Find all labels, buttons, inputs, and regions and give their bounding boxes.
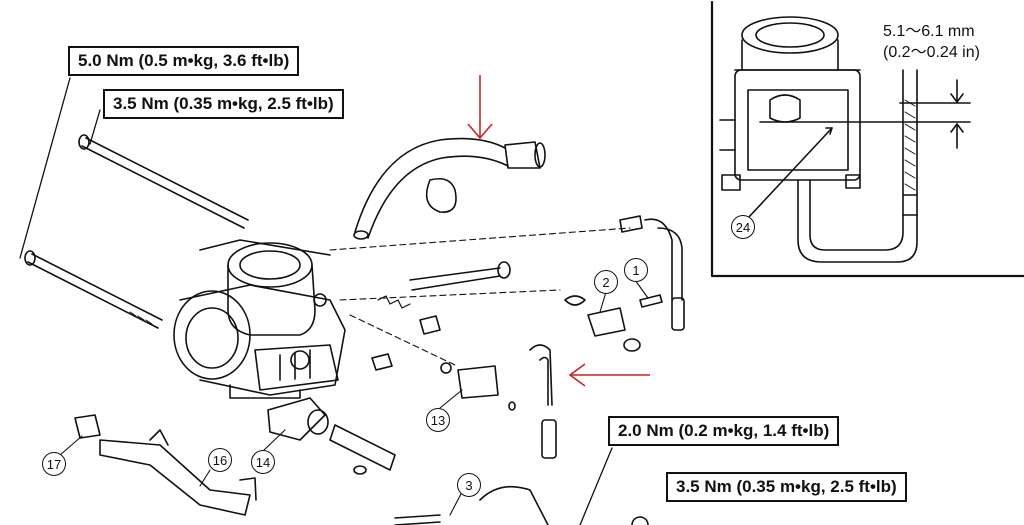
callout-1: 1 xyxy=(624,258,648,282)
red-annotation-arrows xyxy=(467,75,650,387)
lower-assembly xyxy=(394,485,649,525)
callout-13: 13 xyxy=(426,408,450,432)
float-level-inch: (0.2～0.24 in) xyxy=(883,44,980,61)
bracket-lever xyxy=(74,414,257,516)
long-bolts xyxy=(24,134,249,329)
torque-label-3: 2.0 Nm (0.2 m•kg, 1.4 ft•lb) xyxy=(608,416,840,446)
callout-17: 17 xyxy=(42,452,66,476)
callout-2: 2 xyxy=(594,270,618,294)
torque-label-2: 3.5 Nm (0.35 m•kg, 2.5 ft•lb) xyxy=(103,89,344,119)
torque-label-4: 3.5 Nm (0.35 m•kg, 2.5 ft•lb) xyxy=(666,472,907,502)
callout-14: 14 xyxy=(251,450,275,474)
carburetor-body xyxy=(173,239,346,399)
callout-24: 24 xyxy=(731,215,755,239)
callout-16: 16 xyxy=(208,448,232,472)
float-level-mm: 5.1～6.1 mm xyxy=(883,23,975,40)
float-level-inset xyxy=(710,0,1024,278)
fittings xyxy=(267,215,685,475)
intake-hose xyxy=(353,137,546,240)
torque-label-1: 5.0 Nm (0.5 m•kg, 3.6 ft•lb) xyxy=(68,46,300,76)
callout-3: 3 xyxy=(457,473,481,497)
screws-springs xyxy=(371,261,511,371)
